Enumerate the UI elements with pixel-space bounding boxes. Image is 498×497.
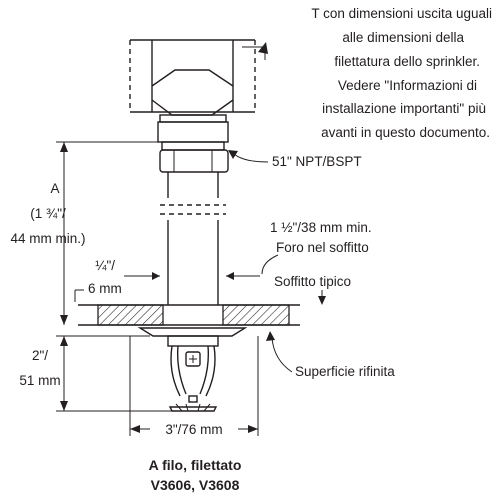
tee-note: T con dimensioni uscita uguali alle dime… — [242, 6, 492, 140]
gap-inches: ¼"/ — [95, 258, 115, 273]
thread-label: 51" NPT/BSPT — [272, 154, 362, 169]
tee-note-line-4: Vedere "Informazioni di — [338, 78, 477, 93]
hole-callout: 1 ½"/38 mm min. Foro nel soffitto — [261, 220, 372, 275]
finished-surface-label: Superficie rifinita — [295, 364, 395, 379]
width-label: 3"/76 mm — [165, 422, 222, 437]
caption-line-1: A filo, filettato — [149, 457, 242, 473]
thread-nipple — [157, 114, 229, 173]
ceiling-section — [78, 304, 300, 326]
dimension-gap: ¼"/ 6 mm — [74, 258, 260, 302]
tee-note-line-2: alle dimensioni della — [342, 30, 464, 45]
tee-note-line-5: installazione importanti" più — [322, 101, 486, 116]
tee-note-line-1: T con dimensioni uscita uguali — [311, 6, 492, 21]
surface-callout: Superficie rifinita — [266, 331, 395, 379]
ceiling-label: Soffitto tipico — [274, 274, 351, 289]
hole-size-label: 1 ½"/38 mm min. — [270, 220, 372, 235]
depth-mm: 51 mm — [19, 373, 60, 388]
dim-a-label: A — [50, 181, 59, 196]
sprinkler-head — [137, 327, 248, 412]
caption-line-2: V3606, V3608 — [151, 477, 240, 493]
figure-caption: A filo, filettato V3606, V3608 — [149, 457, 242, 493]
thread-callout: 51" NPT/BSPT — [228, 150, 362, 169]
hole-name-label: Foro nel soffitto — [276, 240, 369, 255]
depth-inches: 2"/ — [32, 348, 48, 363]
tee-note-line-3: filettatura dello sprinkler. — [334, 54, 480, 69]
tee-note-line-6: avanti in questo documento. — [321, 125, 490, 140]
ceiling-callout: Soffitto tipico — [274, 274, 351, 305]
dim-a-mm: 44 mm min.) — [10, 231, 85, 246]
dimension-width: 3"/76 mm — [129, 336, 259, 437]
dimension-depth: 2"/ 51 mm — [19, 335, 172, 412]
drop-pipe — [160, 172, 226, 305]
dimension-a: A (1 ¾"/ 44 mm min.) — [10, 141, 158, 325]
dim-a-inches: (1 ¾"/ — [30, 206, 66, 221]
tee-fitting — [129, 39, 256, 116]
gap-mm: 6 mm — [88, 281, 122, 296]
